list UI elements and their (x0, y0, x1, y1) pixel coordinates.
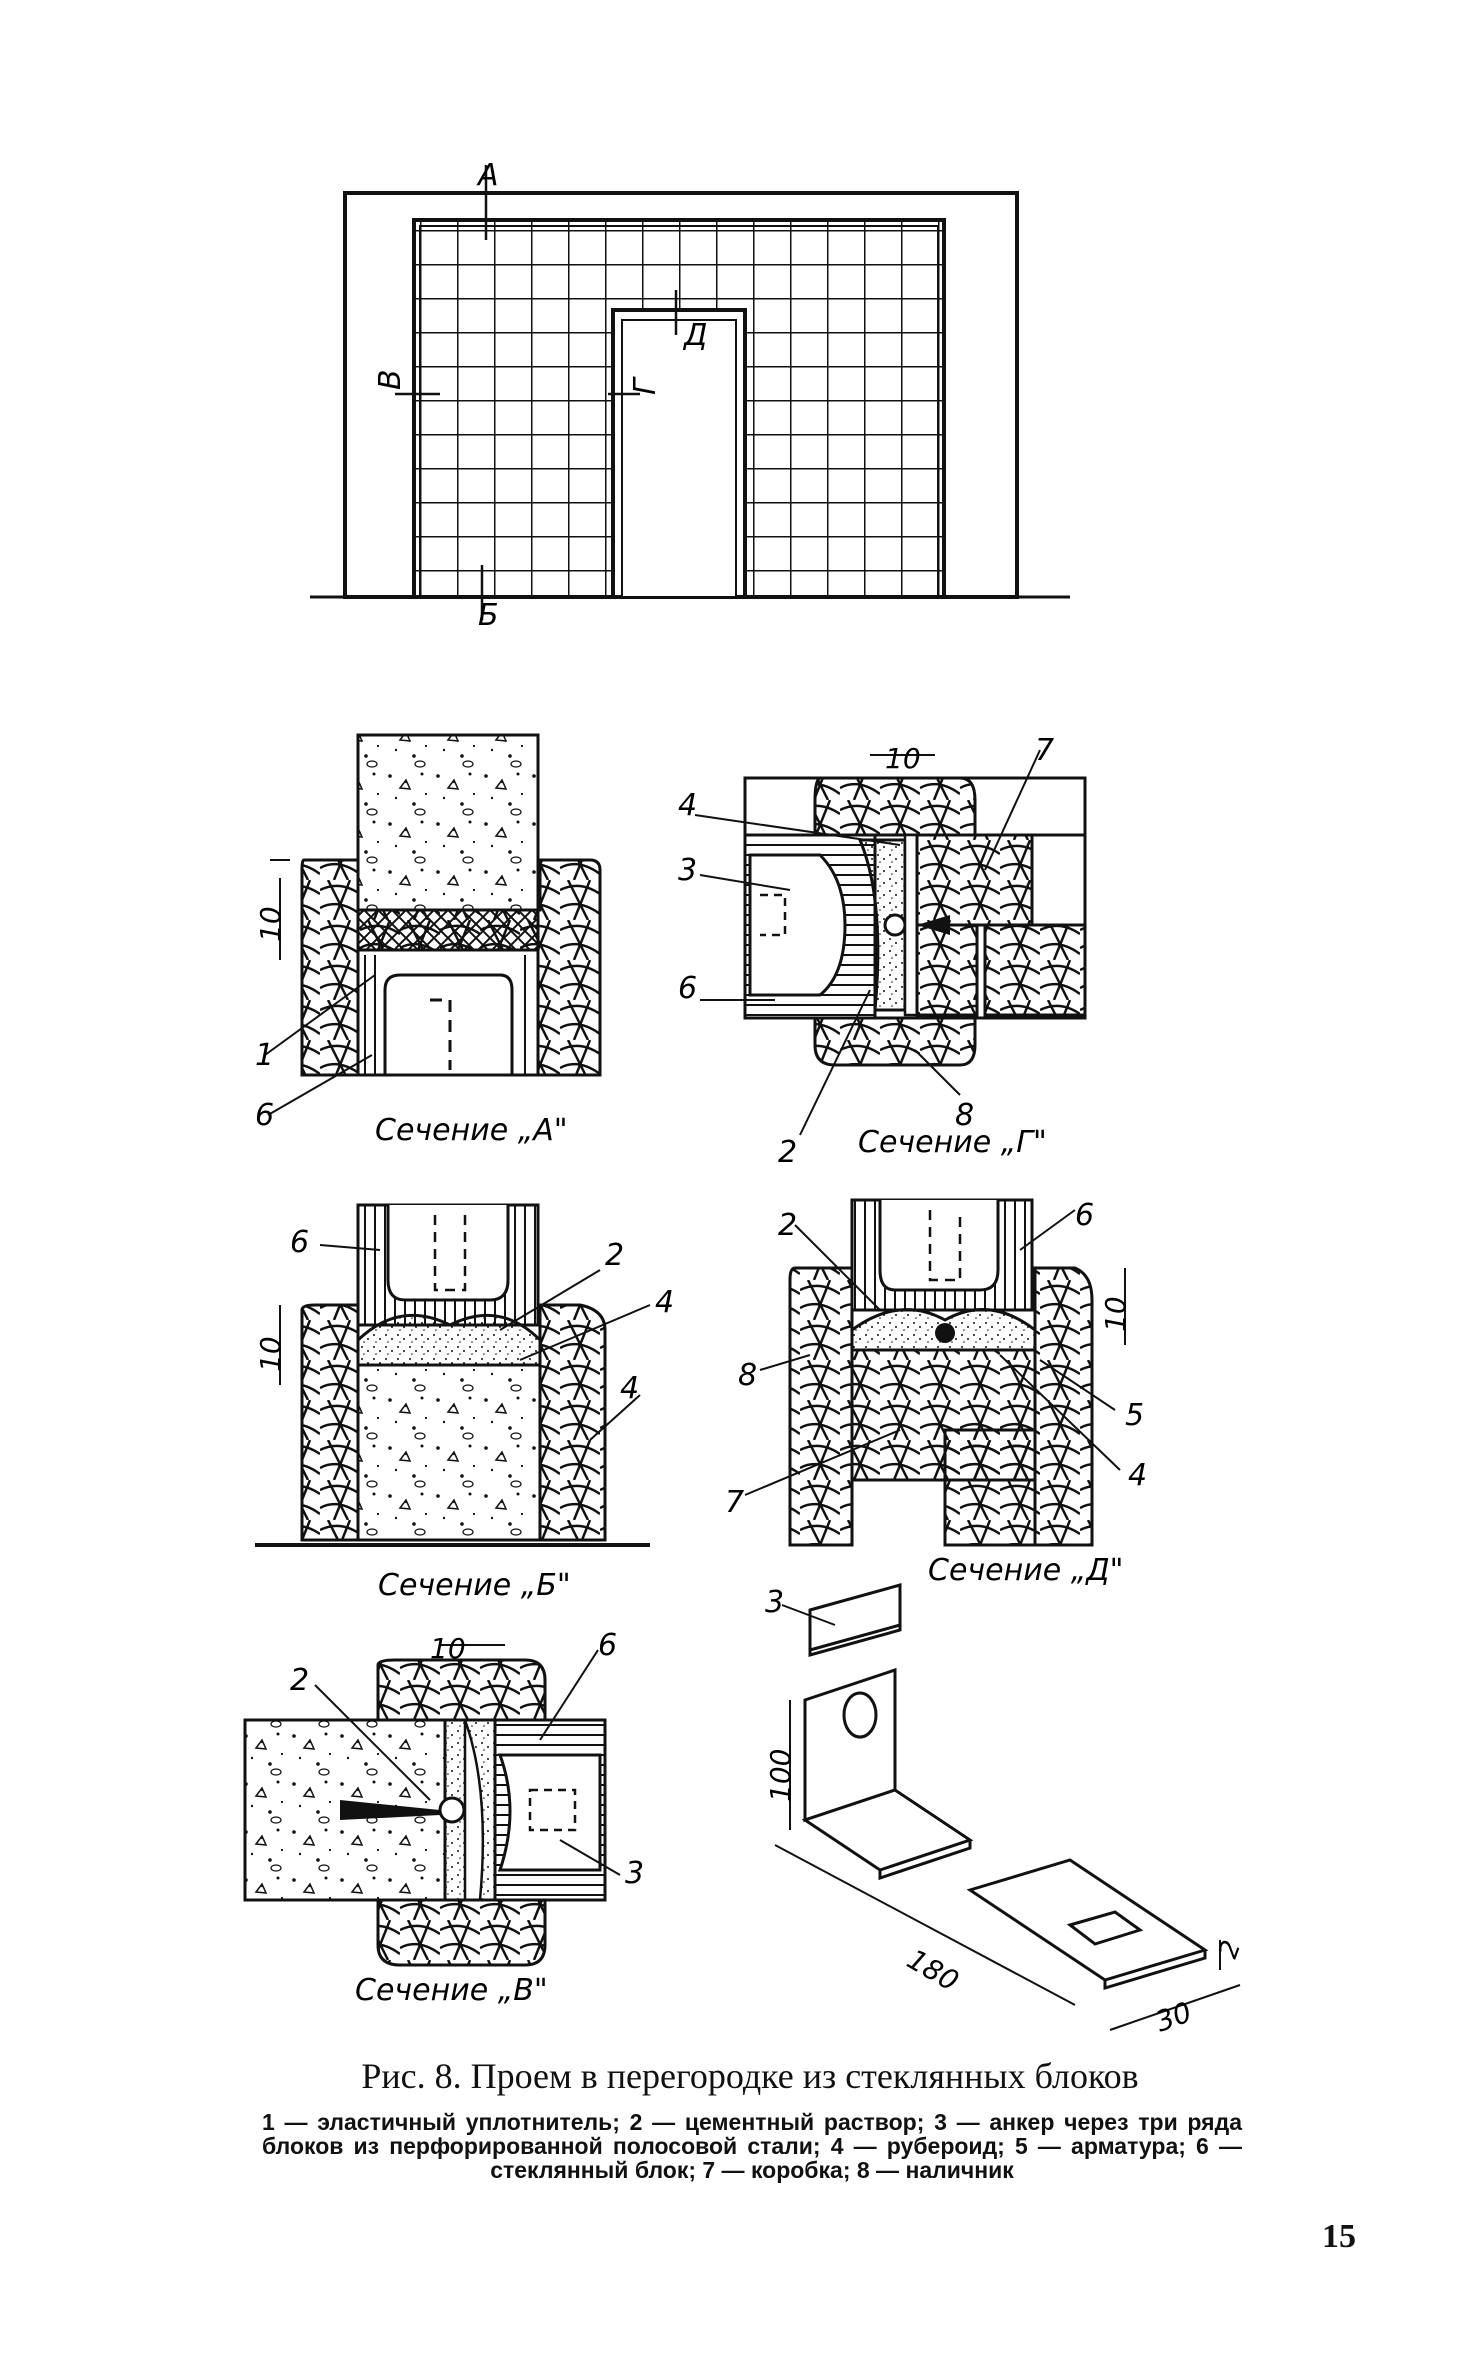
section-b-label: Сечение „Б" (378, 1568, 571, 1603)
section-b-callout-4b: 4 (620, 1371, 639, 1406)
section-g: 10 4 3 6 2 7 8 Сечение „Г" (678, 733, 1087, 1170)
mark-b: Б (478, 598, 499, 633)
section-v-callout-2: 2 (290, 1663, 309, 1698)
mark-g: Г (628, 376, 663, 395)
mark-a: А (476, 158, 499, 193)
figure-legend: 1 — эластичный уплотнитель; 2 — цементны… (262, 2109, 1242, 2183)
section-b-callout-2: 2 (605, 1238, 624, 1273)
section-d-dimension: 10 (1099, 1296, 1132, 1332)
section-d-callout-4: 4 (1128, 1458, 1147, 1493)
figure-8-drawing: А Б В Г Д 10 1 6 Сечение „А" (243, 158, 1247, 2039)
section-g-callout-8: 8 (955, 1098, 974, 1133)
section-b-callout-4a: 4 (655, 1285, 674, 1320)
section-v: 10 2 6 3 Сечение „В" (243, 1628, 644, 2008)
anchor-dim-thickness: 2 (1213, 1937, 1247, 1963)
section-d-callout-5: 5 (1125, 1398, 1144, 1433)
section-d-callout-8: 8 (738, 1358, 757, 1393)
section-g-callout-6: 6 (678, 971, 697, 1006)
section-d-label: Сечение „Д" (928, 1553, 1123, 1588)
section-g-dimension: 10 (885, 742, 921, 775)
anchor-dim-height: 100 (764, 1749, 797, 1802)
section-a-callout-1: 1 (255, 1038, 274, 1073)
elevation-view: А Б В Г Д (310, 158, 1070, 633)
section-b-dimension: 10 (254, 1336, 287, 1372)
anchor-dim-length: 180 (902, 1942, 965, 1997)
mark-d: Д (682, 318, 707, 353)
anchor-detail: 100 180 30 2 3 (764, 1583, 1247, 2039)
section-g-label: Сечение „Г" (858, 1125, 1047, 1160)
section-b: 10 6 2 4 4 Сечение „Б" (254, 1203, 674, 1603)
page-number: 15 (1322, 2218, 1356, 2255)
section-a: 10 1 6 Сечение „А" (254, 733, 602, 1148)
section-b-callout-6: 6 (290, 1225, 309, 1260)
section-g-callout-4: 4 (678, 788, 697, 823)
section-d: 10 2 6 8 7 5 4 Сечение „Д" (725, 1198, 1147, 1588)
section-g-callout-3: 3 (678, 853, 697, 888)
section-d-callout-7: 7 (725, 1485, 744, 1520)
section-v-callout-6: 6 (598, 1628, 617, 1663)
section-a-callout-6: 6 (255, 1098, 274, 1133)
section-v-label: Сечение „В" (355, 1973, 548, 2008)
section-d-callout-2: 2 (778, 1208, 797, 1243)
figure-caption: Рис. 8. Проем в перегородке из стеклянны… (361, 2056, 1139, 2096)
anchor-callout-3: 3 (765, 1585, 784, 1620)
section-a-dimension: 10 (254, 906, 287, 942)
section-d-callout-6: 6 (1075, 1198, 1094, 1233)
mark-v: В (373, 369, 408, 390)
section-v-dimension: 10 (430, 1632, 466, 1665)
section-g-callout-2: 2 (778, 1135, 797, 1170)
section-a-label: Сечение „А" (375, 1113, 568, 1148)
section-v-callout-3: 3 (625, 1856, 644, 1891)
section-g-callout-7: 7 (1035, 733, 1054, 768)
